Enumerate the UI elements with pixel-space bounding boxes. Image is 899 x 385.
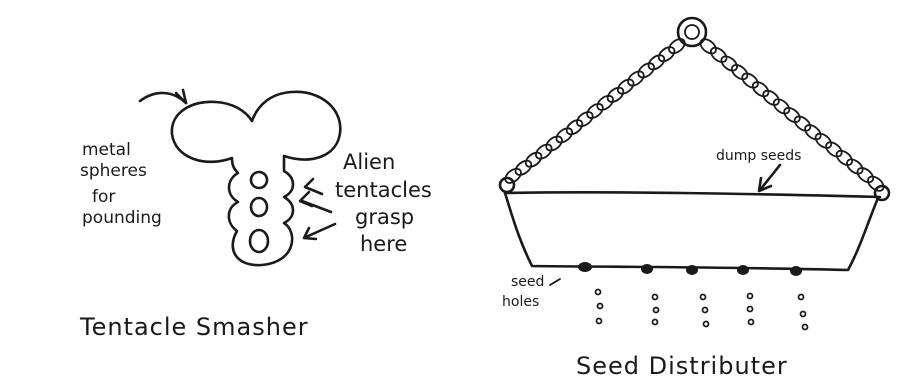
grasp-label-line: tentacles [335, 178, 432, 202]
grasp-label-line: Alien [343, 150, 395, 174]
grasp-label: Alien tentacles grasp here [335, 150, 439, 256]
falling-seed [703, 308, 708, 313]
chain-link [771, 96, 792, 116]
spheres-label-line: metal [82, 140, 131, 160]
chain-link [554, 125, 575, 145]
seed-holes-label-line: seed [511, 274, 544, 290]
falling-seed [803, 325, 808, 330]
grip-hole [251, 198, 267, 216]
falling-seed [596, 290, 601, 295]
seed-hole [578, 262, 592, 272]
falling-seed [748, 307, 753, 312]
chain-link [740, 71, 761, 91]
spheres-pointer-arrow [140, 90, 186, 103]
chain-link [792, 114, 813, 134]
left-chain [503, 36, 688, 186]
chain-link [574, 109, 595, 129]
chain-link [719, 54, 740, 74]
dump-seeds-label: dump seeds [716, 148, 801, 164]
spheres-label-line: spheres [80, 161, 147, 181]
falling-seed [598, 304, 603, 309]
chain-link [855, 165, 876, 185]
falling-seed [701, 295, 706, 300]
chain-link [750, 79, 771, 99]
spheres-label: metal spheres for pounding [80, 140, 162, 228]
hanging-ring [678, 18, 706, 46]
chain-link [656, 44, 677, 64]
hanging-ring-inner [685, 25, 699, 39]
spheres-label-line: pounding [82, 208, 162, 228]
chain-link [646, 52, 667, 72]
dump-seeds-arrow [759, 165, 780, 191]
basket-rim [505, 192, 880, 197]
seed-hole [737, 265, 749, 275]
seed-hole [790, 266, 802, 276]
chain-link [585, 101, 606, 121]
falling-seed [597, 319, 602, 324]
chain-link [823, 139, 844, 159]
seed-holes-pointer [550, 279, 560, 285]
left-attachment-loop [500, 178, 514, 192]
falling-seed [654, 308, 659, 313]
spheres-label-line: for [92, 187, 115, 207]
chain-link [564, 117, 585, 137]
chain-link [605, 85, 626, 105]
right-chain [698, 36, 886, 193]
grasp-label-line: grasp [355, 205, 414, 229]
chain-link [782, 105, 803, 125]
chain-link [844, 157, 865, 177]
distributer-caption: Seed Distributer [576, 352, 788, 380]
chain-link [595, 93, 616, 113]
seed-hole [641, 264, 653, 274]
falling-seed [653, 320, 658, 325]
chain-link [533, 142, 554, 162]
tentacle-smasher: metal spheres for pounding Alien tentacl… [79, 90, 439, 341]
falling-seed [749, 320, 754, 325]
falling-seeds [596, 290, 808, 330]
seed-distributer: dump seeds [500, 18, 889, 380]
chain-link [636, 60, 657, 80]
chain-link [761, 88, 782, 108]
chain-link [666, 36, 687, 56]
grasp-label-line: here [360, 232, 407, 256]
chain-link [625, 69, 646, 89]
smasher-caption: Tentacle Smasher [79, 313, 309, 341]
grip-hole [251, 172, 267, 188]
chain-link [523, 150, 544, 170]
chain-link [513, 158, 534, 178]
falling-seed [799, 295, 804, 300]
chain-link [813, 131, 834, 151]
seed-holes-label-line: holes [502, 294, 539, 310]
seed-hole [686, 265, 698, 275]
chain-link [615, 77, 636, 97]
basket-body [505, 193, 878, 270]
grip-holes [250, 172, 268, 252]
seed-holes-label: seed holes [502, 274, 549, 310]
chain-link [544, 134, 565, 154]
grip-hole [250, 230, 268, 252]
chain-link [708, 45, 729, 65]
chain-link [729, 62, 750, 82]
grasp-pointer-arrows [300, 179, 335, 239]
falling-seed [704, 322, 709, 327]
falling-seed [748, 294, 753, 299]
chain-link [834, 148, 855, 168]
chain-link [698, 36, 719, 56]
falling-seed [801, 312, 806, 317]
falling-seed [653, 295, 658, 300]
chain-link [802, 122, 823, 142]
